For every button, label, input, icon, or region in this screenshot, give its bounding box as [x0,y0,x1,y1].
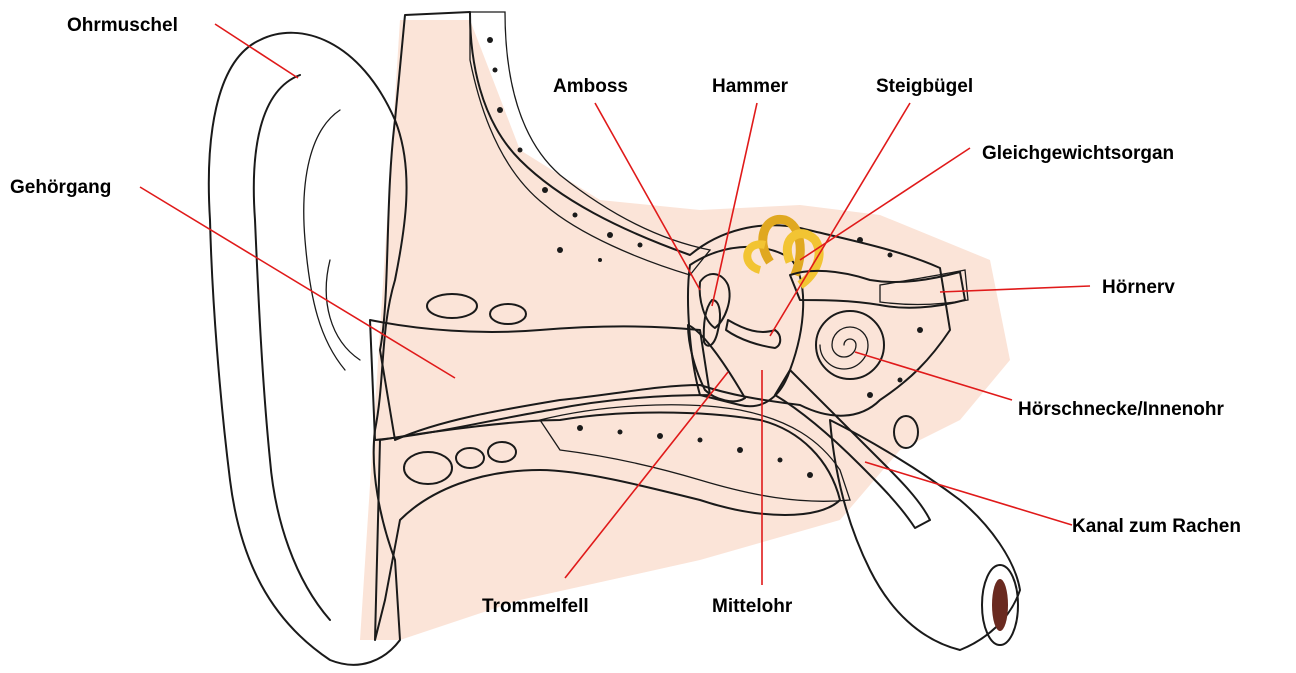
soft-tissue-background [360,20,1010,640]
label-gehoergang: Gehörgang [10,177,111,198]
auricle-antihelix [304,110,345,370]
label-amboss: Amboss [553,76,628,97]
label-steigbuegel: Steigbügel [876,76,973,97]
label-mittelohr: Mittelohr [712,596,793,617]
label-trommelfell: Trommelfell [482,596,589,617]
leader-kanal [865,462,1072,525]
tube-opening-inner [992,579,1008,631]
label-kanal: Kanal zum Rachen [1072,516,1241,537]
label-gleichgewichtsorgan: Gleichgewichtsorgan [982,143,1174,164]
auricle-helix-fold [254,75,330,620]
label-hammer: Hammer [712,76,789,97]
label-hoerschnecke: Hörschnecke/Innenohr [1018,399,1224,420]
label-ohrmuschel: Ohrmuschel [67,15,178,36]
label-hoernerv: Hörnerv [1102,277,1175,298]
